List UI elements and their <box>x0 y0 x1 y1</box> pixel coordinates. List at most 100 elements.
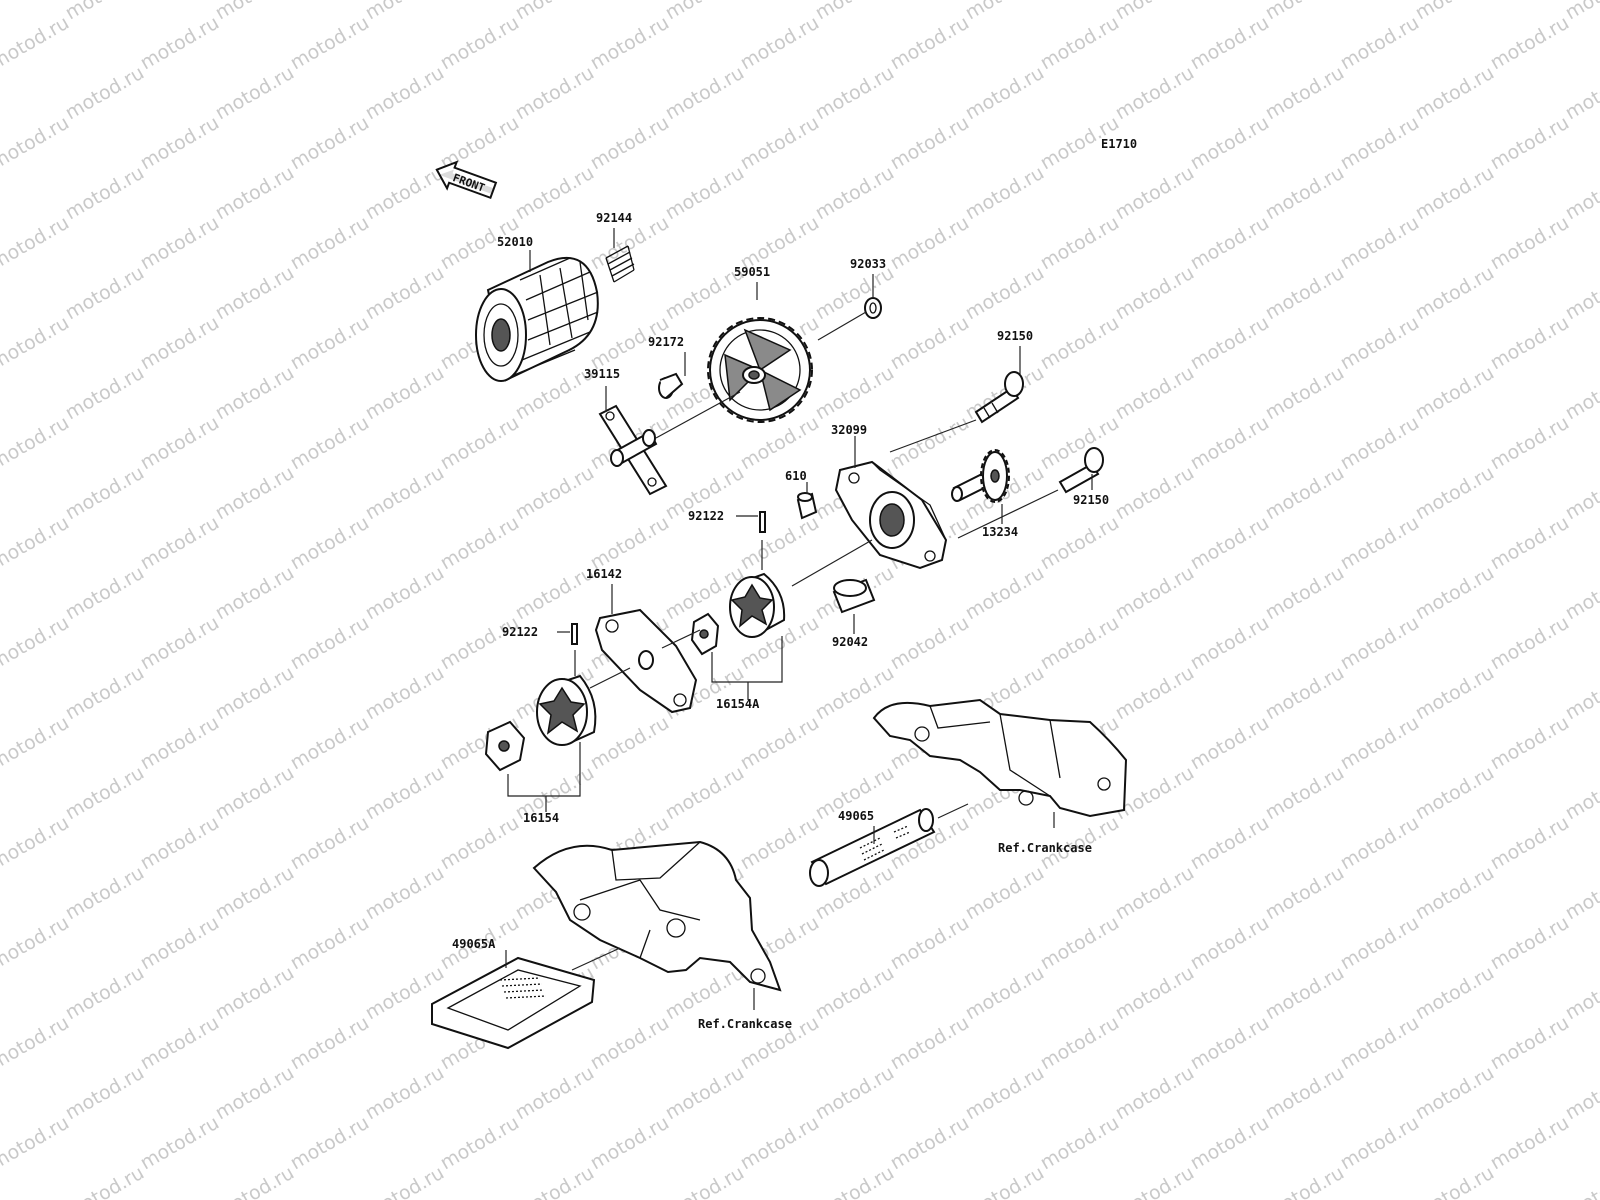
gear-shaft-13234 <box>951 449 1010 503</box>
watermark-text: motod.ru <box>887 612 973 675</box>
watermark-text: motod.ru <box>1037 912 1123 975</box>
watermark-text: motod.ru <box>1562 162 1600 225</box>
watermark-text: motod.ru <box>287 1112 373 1175</box>
watermark-text: motod.ru <box>1187 112 1273 175</box>
watermark-text: motod.ru <box>1187 1112 1273 1175</box>
watermark-text: motod.ru <box>137 1012 223 1075</box>
watermark-text: motod.ru <box>1037 512 1123 575</box>
watermark-text: motod.ru <box>437 1112 523 1175</box>
watermark-text: motod.ru <box>287 412 373 475</box>
watermark-text: motod.ru <box>1037 612 1123 675</box>
watermark-text: motod.ru <box>887 312 973 375</box>
part-label-52010: 52010 <box>497 235 533 249</box>
watermark-text: motod.ru <box>1187 312 1273 375</box>
watermark-text: motod.ru <box>212 862 298 925</box>
watermark-text: motod.ru <box>1412 862 1498 925</box>
watermark-text: motod.ru <box>1487 512 1573 575</box>
watermark-text: motod.ru <box>1262 562 1348 625</box>
watermark-text: motod.ru <box>1112 62 1198 125</box>
watermark-text: motod.ru <box>1112 562 1198 625</box>
watermark-text: motod.ru <box>1487 212 1573 275</box>
strainer-pipe-49065 <box>809 808 936 887</box>
crankcase-section-lower <box>532 840 782 992</box>
watermark-text: motod.ru <box>1187 12 1273 75</box>
watermark-text: motod.ru <box>1112 462 1198 525</box>
watermark-text: motod.ru <box>1562 362 1600 425</box>
inner-rotor-16154A <box>690 612 720 656</box>
watermark-text: motod.ru <box>1337 512 1423 575</box>
watermark-text: motod.ru <box>887 112 973 175</box>
part-label-13234: 13234 <box>982 525 1018 539</box>
watermark-text: motod.ru <box>212 562 298 625</box>
diagram-code: E1710 <box>1101 137 1137 151</box>
pin-92122-upper <box>759 511 766 533</box>
watermark-text: motod.ru <box>1487 12 1573 75</box>
watermark-text: motod.ru <box>1487 1012 1573 1075</box>
watermark-text: motod.ru <box>1412 562 1498 625</box>
bolt-92150-upper <box>974 371 1024 424</box>
watermark-text: motod.ru <box>1187 812 1273 875</box>
watermark-text: motod.ru <box>362 762 448 825</box>
watermark-text: motod.ru <box>1337 12 1423 75</box>
watermark-text: motod.ru <box>512 462 598 525</box>
circlip-92033 <box>864 297 882 319</box>
watermark-text: motod.ru <box>137 312 223 375</box>
watermark-text: motod.ru <box>212 462 298 525</box>
watermark-text: motod.ru <box>1262 462 1348 525</box>
part-label-49065A: 49065A <box>452 937 496 951</box>
watermark-text: motod.ru <box>1112 262 1198 325</box>
watermark-text: motod.ru <box>887 1012 973 1075</box>
watermark-text: motod.ru <box>437 812 523 875</box>
watermark-text: motod.ru <box>1412 962 1498 1025</box>
watermark-text: motod.ru <box>437 412 523 475</box>
watermark-text: motod.ru <box>287 912 373 975</box>
watermark-text: motod.ru <box>1412 462 1498 525</box>
watermark-text: motod.ru <box>437 612 523 675</box>
watermark-text: motod.ru <box>212 262 298 325</box>
watermark-text: motod.ru <box>137 112 223 175</box>
watermark-text: motod.ru <box>62 462 148 525</box>
watermark-text: motod.ru <box>662 162 748 225</box>
watermark-text: motod.ru <box>887 12 973 75</box>
watermark-text: motod.ru <box>1487 412 1573 475</box>
watermark-text: motod.ru <box>362 462 448 525</box>
watermark-text: motod.ru <box>962 962 1048 1025</box>
watermark-text: motod.ru <box>1187 412 1273 475</box>
watermark-text: motod.ru <box>1187 212 1273 275</box>
watermark-text: motod.ru <box>662 762 748 825</box>
watermark-text: motod.ru <box>62 562 148 625</box>
watermark-text: motod.ru <box>1412 1062 1498 1125</box>
watermark-text: motod.ru <box>887 912 973 975</box>
watermark-text: motod.ru <box>212 1162 298 1200</box>
watermark-text: motod.ru <box>287 112 373 175</box>
watermark-text: motod.ru <box>1412 762 1498 825</box>
ref-crankcase-upper: Ref.Crankcase <box>998 841 1092 855</box>
watermark-text: motod.ru <box>962 62 1048 125</box>
watermark-text: motod.ru <box>1262 362 1348 425</box>
watermark-text: motod.ru <box>1487 1112 1573 1175</box>
watermark-text: motod.ru <box>362 862 448 925</box>
part-label-92042: 92042 <box>832 635 868 649</box>
watermark-text: motod.ru <box>1187 1012 1273 1075</box>
watermark-text: motod.ru <box>662 1062 748 1125</box>
watermark-text: motod.ru <box>1412 62 1498 125</box>
watermark-text: motod.ru <box>437 512 523 575</box>
watermark-text: motod.ru <box>1487 312 1573 375</box>
watermark-text: motod.ru <box>812 362 898 425</box>
watermark-text: motod.ru <box>137 712 223 775</box>
watermark-text: motod.ru <box>137 412 223 475</box>
watermark-text: motod.ru <box>812 1162 898 1200</box>
watermark-text: motod.ru <box>737 812 823 875</box>
watermark-text: motod.ru <box>812 1062 898 1125</box>
watermark-text: motod.ru <box>1412 262 1498 325</box>
watermark-text: motod.ru <box>1112 362 1198 425</box>
watermark-text: motod.ru <box>212 762 298 825</box>
pin-92122-lower <box>571 623 578 645</box>
watermark-text: motod.ru <box>0 312 73 375</box>
watermark-text: motod.ru <box>0 1112 73 1175</box>
watermark-text: motod.ru <box>1337 912 1423 975</box>
watermark-text: motod.ru <box>287 812 373 875</box>
watermark-text: motod.ru <box>662 62 748 125</box>
bolt-92150-lower <box>1058 447 1104 494</box>
